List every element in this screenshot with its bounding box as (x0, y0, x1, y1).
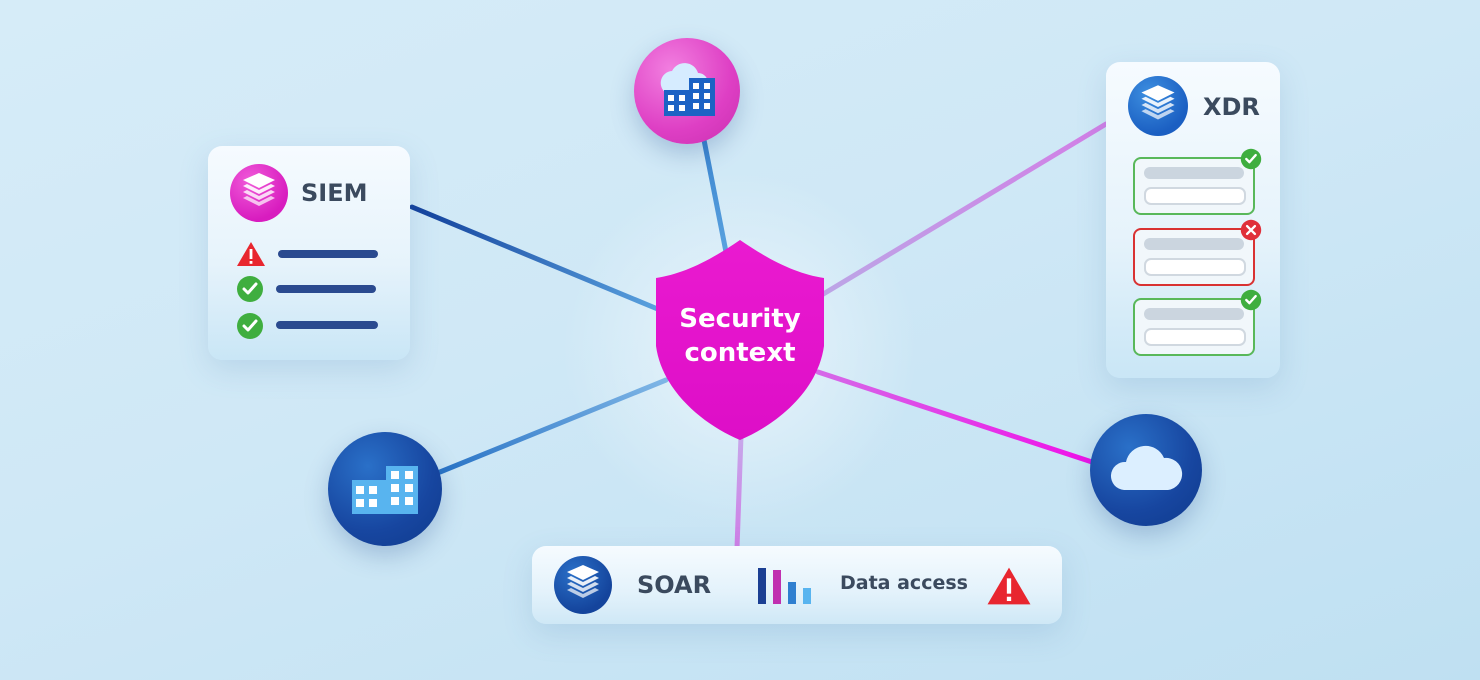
xdr-entry-line (1144, 308, 1244, 320)
xdr-entry-line (1144, 167, 1244, 179)
cloud-building-node (634, 38, 740, 144)
connector-soar (734, 433, 744, 551)
siem-row-line (278, 250, 378, 258)
layers-icon (1141, 85, 1175, 120)
data-access-label: Data access (840, 572, 968, 594)
connector-building (437, 377, 669, 475)
xdr-entry-ok (1133, 157, 1255, 215)
warning-icon (237, 242, 265, 266)
bar-chart-icon (758, 568, 811, 604)
building-icon (352, 466, 418, 514)
cloud-icon (1110, 445, 1183, 490)
connector-cloud-building (701, 137, 729, 255)
layers-icon (567, 565, 599, 598)
xdr-entry-ok (1133, 298, 1255, 356)
building-node (328, 432, 442, 546)
cloud-building-icon (660, 63, 715, 116)
xdr-entry-error (1133, 228, 1255, 286)
check-icon (237, 313, 263, 339)
xdr-entry-line (1144, 238, 1244, 250)
check-icon (1240, 148, 1262, 170)
cloud-node (1090, 414, 1202, 526)
soar-layers-badge (554, 556, 612, 614)
xdr-card: XDR (1106, 62, 1280, 378)
xdr-entry-password (1144, 258, 1246, 276)
connector-siem (409, 204, 663, 313)
connector-xdr (817, 121, 1109, 299)
siem-row-line (276, 321, 378, 329)
hub-label: Security context (655, 302, 825, 370)
siem-title: SIEM (301, 179, 368, 207)
xdr-entry-password (1144, 187, 1246, 205)
hub-label-line2: context (684, 338, 796, 368)
hub-label-line1: Security (679, 304, 801, 334)
shield-icon (656, 240, 824, 440)
siem-layers-badge (230, 164, 288, 222)
xdr-layers-badge (1128, 76, 1188, 136)
xdr-title: XDR (1203, 93, 1260, 121)
siem-card: SIEM (208, 146, 410, 360)
connector-cloud (815, 369, 1095, 465)
check-icon (1240, 289, 1262, 311)
error-icon (1240, 219, 1262, 241)
warning-icon (987, 567, 1031, 605)
layers-icon (243, 173, 275, 206)
soar-title: SOAR (637, 571, 712, 599)
xdr-entry-password (1144, 328, 1246, 346)
siem-row-line (276, 285, 376, 293)
soar-card (532, 546, 1062, 624)
check-icon (237, 276, 263, 302)
